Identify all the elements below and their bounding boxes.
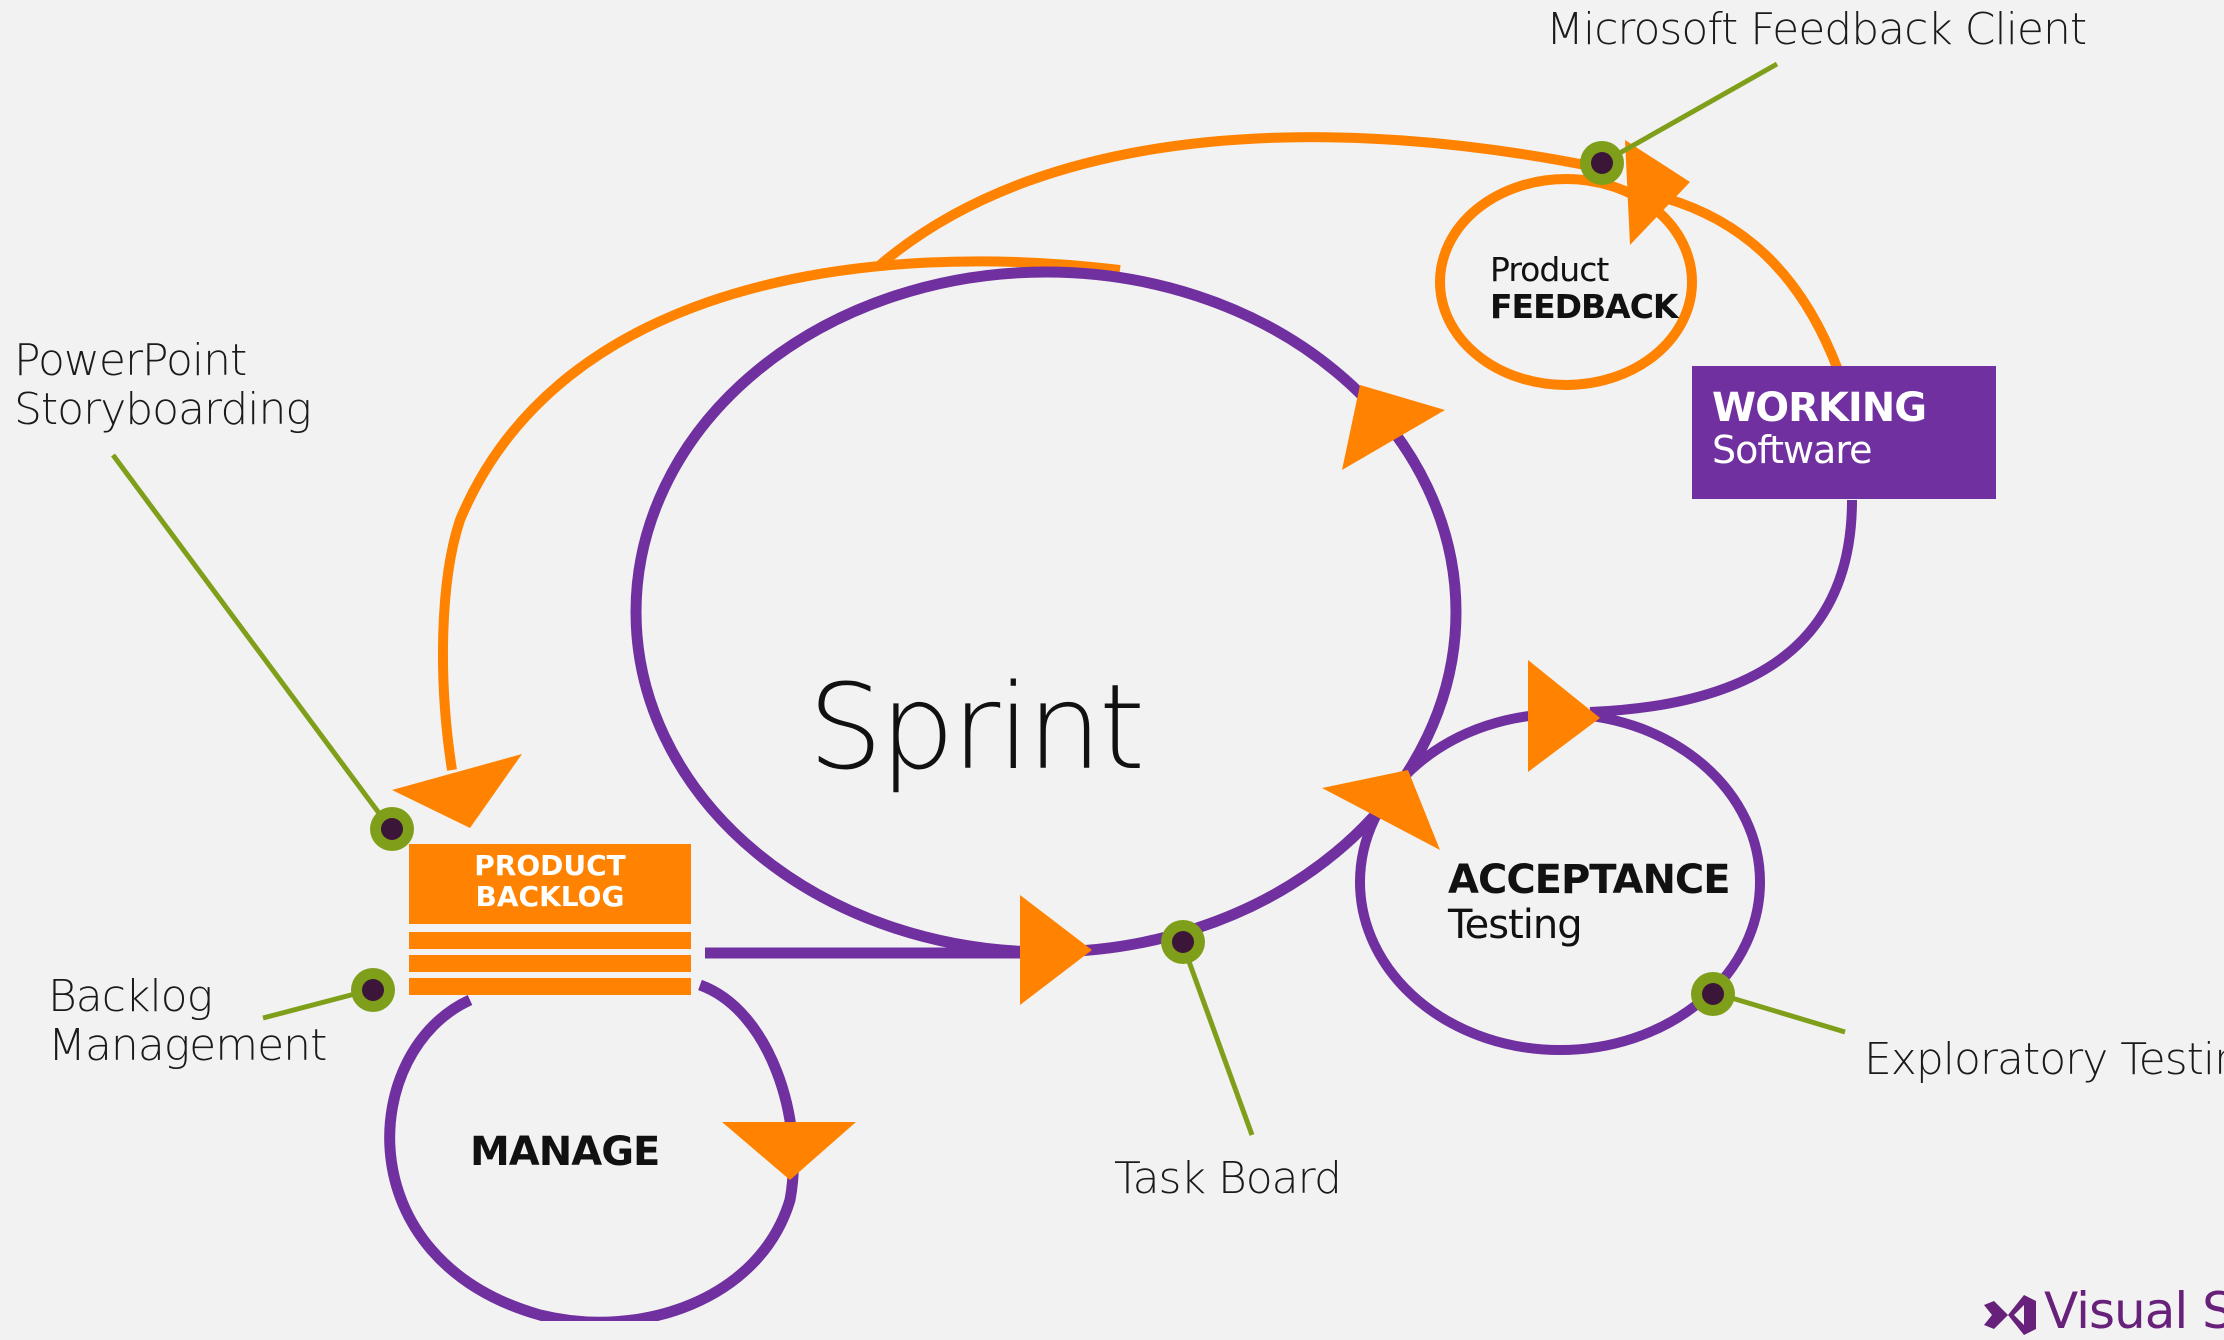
- callout-line-exploratory: [1714, 990, 1846, 1035]
- arrowhead-sprint-top: [1342, 385, 1445, 470]
- acceptance-label: ACCEPTANCE Testing: [1448, 857, 1731, 948]
- backlog-row: [409, 978, 691, 995]
- callout-powerpoint-line1: PowerPoint: [14, 335, 247, 386]
- acceptance-line2: Testing: [1448, 901, 1583, 948]
- arrowhead-working: [1528, 660, 1600, 772]
- callout-exploratory-testing: Exploratory Testing: [1864, 1034, 2224, 1085]
- working-to-feedback: [1663, 193, 1843, 372]
- callout-dot-feedback-client: [1580, 141, 1624, 185]
- arrowhead-manage: [722, 1122, 856, 1180]
- arrowhead-backlog: [392, 754, 522, 828]
- callout-task-board: Task Board: [1114, 1153, 1342, 1204]
- feedback-label: Product FEEDBACK: [1490, 250, 1679, 326]
- sprint-loop: [630, 266, 1462, 958]
- visual-studio-icon: [1984, 1294, 2036, 1335]
- product-backlog-line1: PRODUCT: [474, 849, 626, 882]
- callout-dot-backlog: [351, 968, 395, 1012]
- backlog-row: [409, 932, 691, 949]
- product-backlog-header: PRODUCT BACKLOG: [409, 844, 691, 924]
- backlog-return-arc: [437, 256, 1121, 771]
- backlog-row: [409, 955, 691, 972]
- callout-backlog-management: Backlog Management: [48, 971, 327, 1072]
- acceptance-line1: ACCEPTANCE: [1448, 857, 1731, 903]
- callout-powerpoint: PowerPoint Storyboarding: [14, 335, 312, 436]
- callout-dot-task-board: [1161, 920, 1205, 964]
- arrowhead-acceptance-return: [1322, 770, 1440, 850]
- visual-studio-logo-text: Visual St: [2044, 1282, 2224, 1340]
- callout-dot-exploratory: [1691, 972, 1735, 1016]
- feedback-loop: [1435, 174, 1697, 390]
- manage-loop: [384, 979, 799, 1321]
- acceptance-to-working: [1589, 499, 1857, 717]
- arrowhead-feedback: [1625, 140, 1690, 245]
- product-backlog-line2: BACKLOG: [475, 880, 625, 914]
- working-software-box: WORKING Software: [1692, 366, 1996, 499]
- callout-line-feedback-client: [1600, 61, 1779, 166]
- manage-label: MANAGE: [470, 1129, 660, 1175]
- arrowhead-sprint-bottom: [1020, 895, 1092, 1005]
- feedback-line1: Product: [1490, 250, 1609, 289]
- working-line1: WORKING: [1712, 385, 1927, 431]
- callout-powerpoint-line2: Storyboarding: [14, 384, 312, 436]
- callout-feedback-client: Microsoft Feedback Client: [1546, 4, 2087, 55]
- feedback-line2: FEEDBACK: [1490, 286, 1679, 326]
- callout-dot-powerpoint: [370, 807, 414, 851]
- working-line2: Software: [1712, 428, 1873, 472]
- product-backlog: PRODUCT BACKLOG: [409, 844, 691, 1004]
- callout-backlog-line1: Backlog: [48, 971, 213, 1022]
- sprint-title: Sprint: [808, 658, 1145, 796]
- feedback-return-arc: [876, 132, 1601, 269]
- callout-backlog-line2: Management: [48, 1020, 327, 1072]
- callout-line-powerpoint: [110, 453, 393, 830]
- visual-studio-logo: Visual St: [1980, 1282, 2224, 1340]
- callout-line-task-board: [1180, 944, 1255, 1136]
